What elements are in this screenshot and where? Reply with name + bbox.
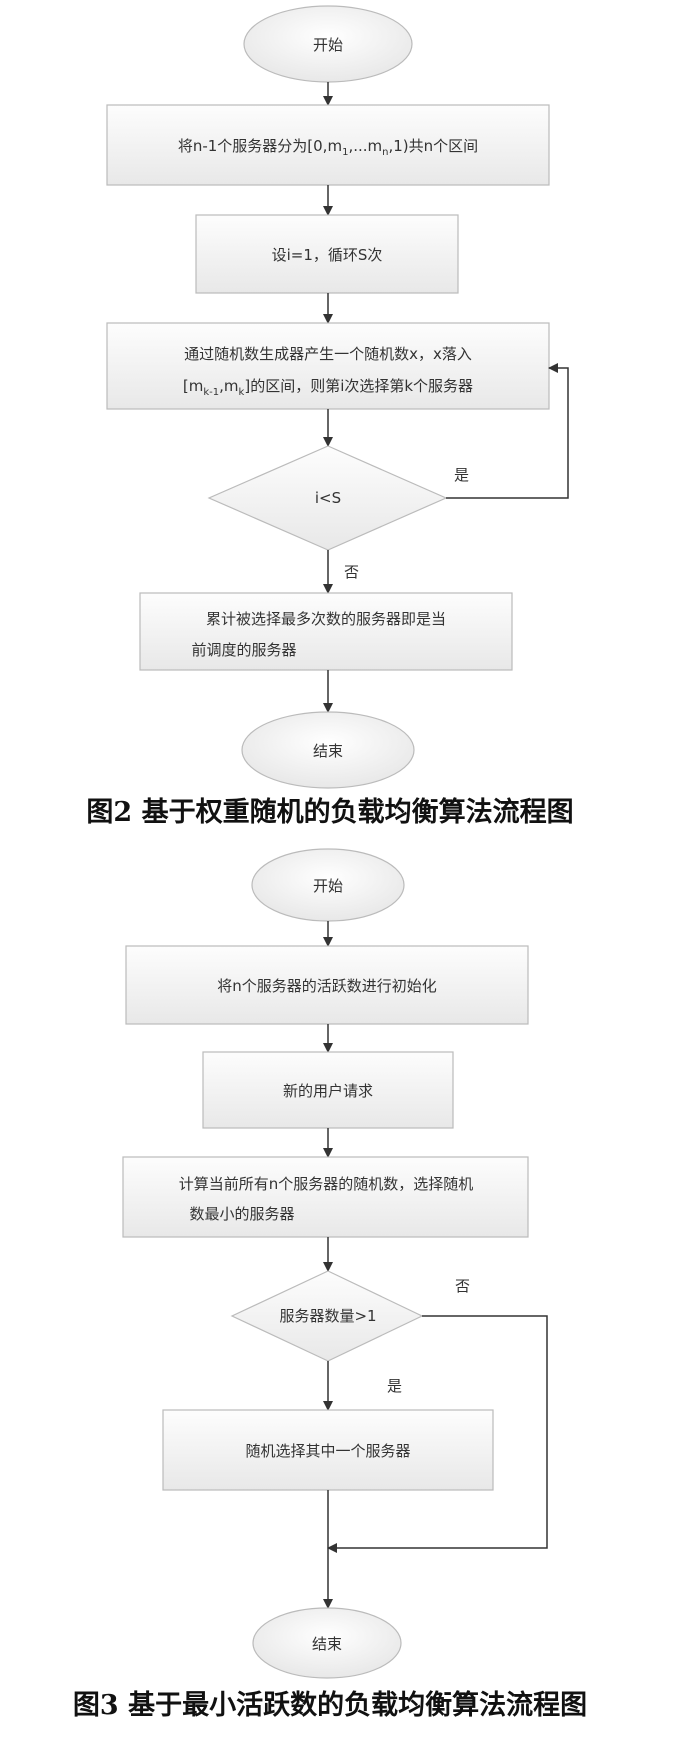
- fig3-step1-label: 将n个服务器的活跃数进行初始化: [217, 977, 437, 995]
- fig3-end-label: 结束: [312, 1635, 342, 1653]
- fig3-step3-line2: 数最小的服务器: [189, 1205, 294, 1223]
- figure-2: 开始 将n-1个服务器分为[0,m1,...mn,1)共n个区间 设i=1，循环…: [86, 5, 574, 828]
- fig2-step4-box: [139, 592, 513, 671]
- fig2-step2-box: [195, 214, 459, 294]
- fig2-decision-label: i<S: [315, 489, 341, 507]
- fig2-step1-box: [106, 104, 550, 186]
- fig2-no-label: 否: [344, 563, 359, 581]
- fig2-step1-label: 将n-1个服务器分为[0,m1,...mn,1)共n个区间: [178, 137, 478, 158]
- fig3-caption: 图3 基于最小活跃数的负载均衡算法流程图: [73, 1689, 587, 1721]
- fig3-step2-box: [202, 1051, 454, 1129]
- fig2-end-label: 结束: [313, 742, 343, 760]
- fig2-end-node: [241, 711, 415, 789]
- fig2-loop-yes-arrow: [446, 363, 569, 499]
- fig3-step4-box: [162, 1409, 494, 1491]
- fig2-step3-box: [106, 322, 550, 410]
- fig2-start-label: 开始: [313, 36, 343, 54]
- fig3-start-label: 开始: [313, 877, 343, 895]
- fig3-step3-box: [122, 1156, 529, 1238]
- fig3-yes-label: 是: [387, 1377, 402, 1395]
- figure-3: 开始 将n个服务器的活跃数进行初始化 新的用户请求 计算当前所有n个服务器的随机…: [73, 848, 587, 1721]
- fig3-no-arrow: [327, 1315, 548, 1553]
- fig2-step3-line1: 通过随机数生成器产生一个随机数x，x落入: [184, 345, 472, 363]
- fig2-caption: 图2 基于权重随机的负载均衡算法流程图: [86, 796, 573, 828]
- fig3-decision-label: 服务器数量>1: [279, 1307, 376, 1325]
- fig2-step2-label: 设i=1，循环S次: [272, 246, 383, 264]
- fig2-step4-line1: 累计被选择最多次数的服务器即是当: [206, 610, 446, 628]
- fig3-end-node: [252, 1607, 402, 1679]
- fig2-step3-line2: [mk-1,mk]的区间，则第i次选择第k个服务器: [183, 377, 473, 398]
- fig3-step1-box: [125, 945, 529, 1025]
- fig2-yes-label: 是: [454, 466, 469, 484]
- fig3-step4-label: 随机选择其中一个服务器: [245, 1442, 410, 1460]
- fig3-no-label: 否: [455, 1277, 470, 1295]
- fig3-step2-label: 新的用户请求: [283, 1082, 373, 1100]
- fig3-step3-line1: 计算当前所有n个服务器的随机数，选择随机: [179, 1175, 474, 1193]
- fig2-step4-line2: 前调度的服务器: [191, 641, 296, 659]
